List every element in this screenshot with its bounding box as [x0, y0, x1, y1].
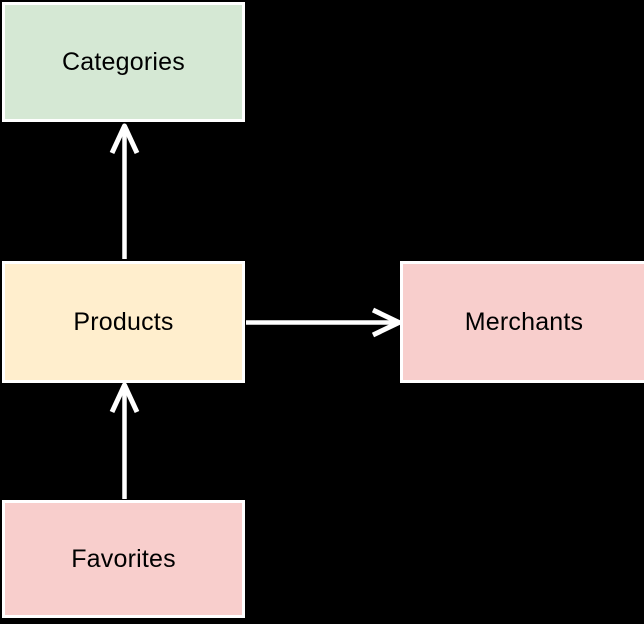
node-categories: Categories — [2, 2, 245, 122]
node-label-favorites: Favorites — [71, 544, 176, 573]
edge-products-to-categories — [109, 123, 140, 259]
arrowhead-right-icon — [371, 307, 402, 338]
edge-favorites-to-products — [109, 382, 140, 499]
edges-group — [109, 123, 402, 499]
arrowhead-up-icon — [109, 382, 140, 414]
node-favorites: Favorites — [2, 500, 245, 618]
node-label-products: Products — [73, 307, 174, 336]
node-products: Products — [2, 261, 245, 383]
node-merchants: Merchants — [400, 261, 644, 383]
node-label-merchants: Merchants — [464, 307, 584, 336]
arrowhead-up-icon — [109, 123, 140, 155]
edge-products-to-merchants — [246, 307, 402, 338]
node-label-categories: Categories — [62, 47, 185, 76]
